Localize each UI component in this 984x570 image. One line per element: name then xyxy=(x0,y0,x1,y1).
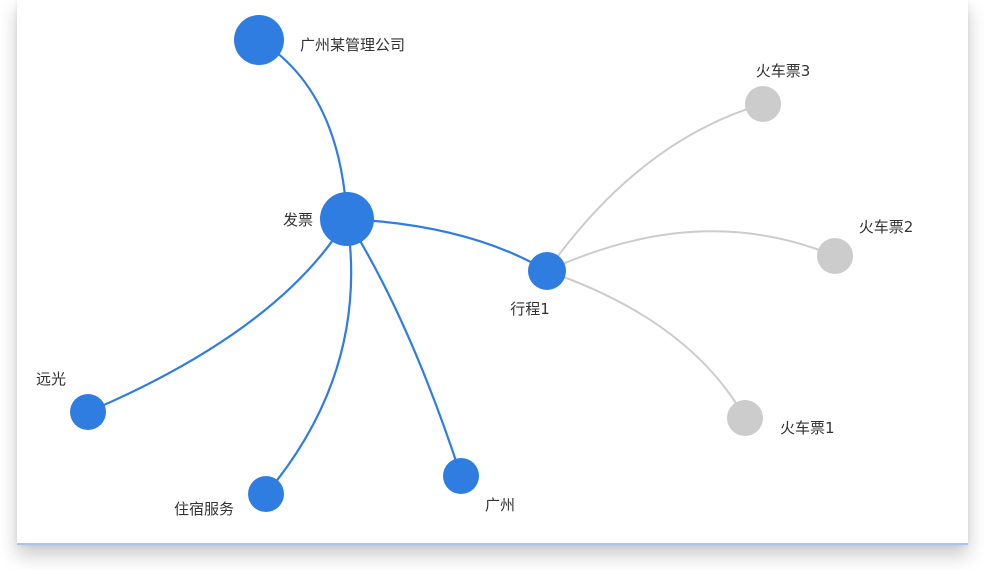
node-lodging[interactable]: 住宿服务 xyxy=(174,476,284,518)
node-train2[interactable]: 火车票2 xyxy=(817,218,913,274)
node-train3[interactable]: 火车票3 xyxy=(745,62,810,122)
node-circle[interactable] xyxy=(817,238,853,274)
edges-layer xyxy=(87,39,836,495)
edge-trip1-train3 xyxy=(546,103,764,272)
node-label: 发票 xyxy=(283,211,313,229)
node-company[interactable]: 广州某管理公司 xyxy=(234,15,405,65)
node-circle[interactable] xyxy=(70,394,106,430)
node-label: 火车票3 xyxy=(756,62,811,80)
node-circle[interactable] xyxy=(727,400,763,436)
edge-invoice-guangzhou xyxy=(346,218,463,477)
node-circle[interactable] xyxy=(443,458,479,494)
node-label: 火车票2 xyxy=(859,218,914,236)
node-label: 住宿服务 xyxy=(174,500,234,518)
graph-panel xyxy=(17,0,968,545)
node-circle[interactable] xyxy=(234,15,284,65)
node-trip1[interactable]: 行程1 xyxy=(510,252,566,318)
node-label: 行程1 xyxy=(510,300,550,318)
node-invoice[interactable]: 发票 xyxy=(283,192,374,246)
node-circle[interactable] xyxy=(528,252,566,290)
node-label: 广州 xyxy=(485,496,515,514)
node-label: 火车票1 xyxy=(780,419,835,437)
edge-trip1-train2 xyxy=(546,230,836,272)
edge-invoice-yuanguang xyxy=(87,218,348,414)
edge-invoice-company xyxy=(258,39,349,220)
node-circle[interactable] xyxy=(320,192,374,246)
node-circle[interactable] xyxy=(248,476,284,512)
edge-invoice-trip1 xyxy=(346,217,548,272)
node-circle[interactable] xyxy=(745,86,781,122)
node-label: 远光 xyxy=(36,370,66,388)
edge-invoice-lodging xyxy=(265,218,353,495)
node-yuanguang[interactable]: 远光 xyxy=(36,370,106,430)
edge-trip1-train1 xyxy=(546,270,746,419)
node-guangzhou[interactable]: 广州 xyxy=(443,458,515,514)
node-train1[interactable]: 火车票1 xyxy=(727,400,835,437)
node-label: 广州某管理公司 xyxy=(300,36,405,54)
